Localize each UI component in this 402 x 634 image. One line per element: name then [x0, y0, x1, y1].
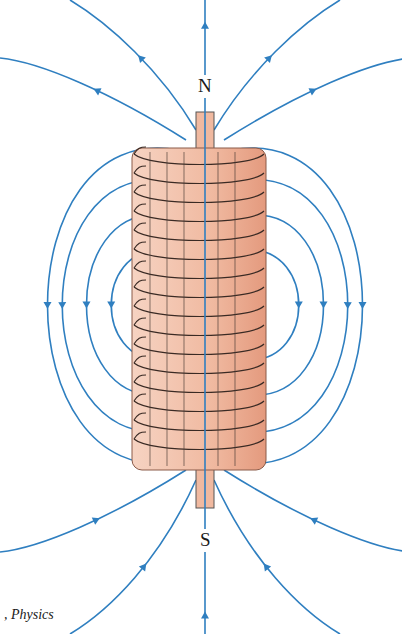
field-arrow	[320, 301, 328, 308]
field-arrow	[139, 564, 146, 572]
field-line	[214, 480, 340, 634]
field-line	[224, 58, 402, 140]
field-arrow	[82, 301, 90, 308]
field-arrow	[310, 518, 318, 525]
field-arrow	[359, 302, 367, 309]
solenoid-coil	[132, 148, 266, 470]
field-line	[70, 480, 196, 634]
field-arrow	[295, 301, 303, 308]
credit-text: , Physics	[2, 607, 56, 622]
field-arrow	[308, 88, 316, 95]
field-arrow	[58, 302, 66, 309]
field-arrow	[93, 88, 101, 95]
field-arrow	[201, 22, 209, 29]
pole-label: N	[196, 75, 214, 98]
field-arrow	[264, 564, 271, 572]
field-arrow	[107, 301, 115, 308]
field-line	[0, 470, 186, 552]
field-arrow	[92, 518, 100, 525]
field-arrow	[138, 55, 146, 63]
field-line	[0, 58, 186, 140]
field-line	[224, 470, 402, 552]
field-arrow	[43, 302, 51, 309]
field-arrow	[201, 611, 209, 618]
field-arrow	[344, 302, 352, 309]
pole-label: S	[198, 529, 213, 552]
field-arrow	[264, 55, 272, 63]
field-line	[214, 0, 340, 130]
field-line	[70, 0, 196, 130]
field-lines	[0, 0, 196, 634]
coil-windings	[134, 147, 264, 466]
